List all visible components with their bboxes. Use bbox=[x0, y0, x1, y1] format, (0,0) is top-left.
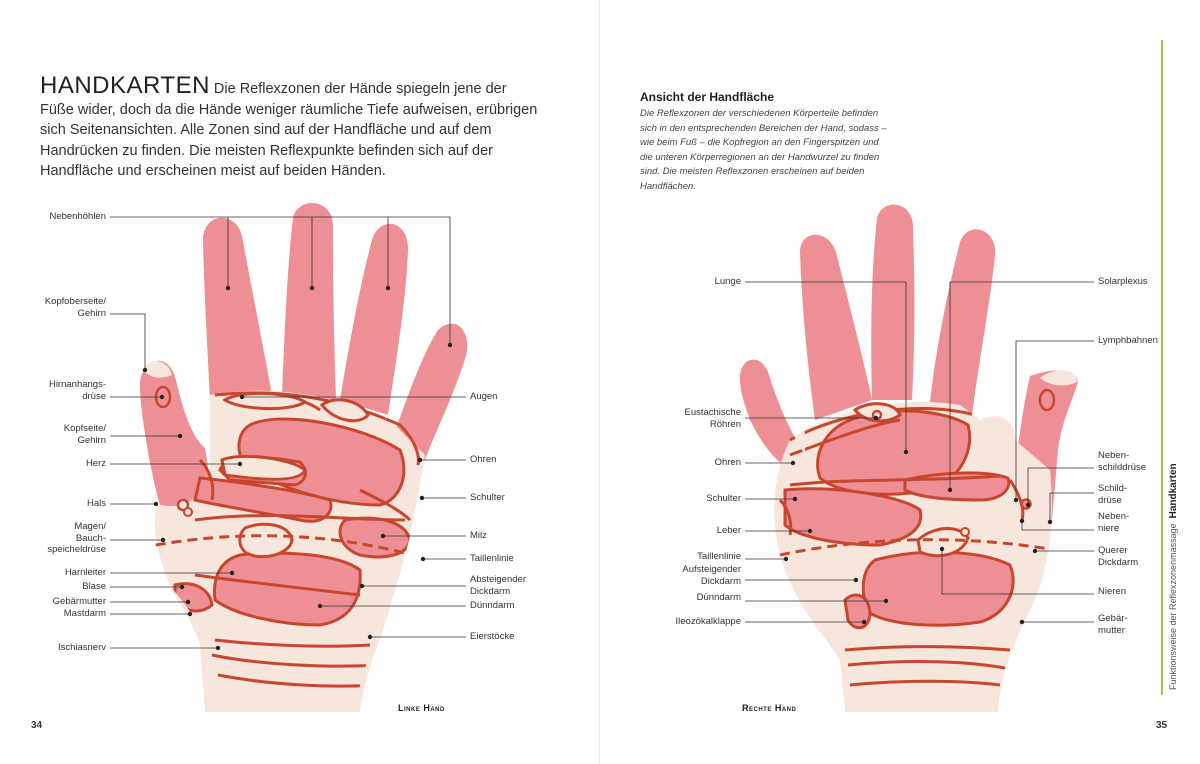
right-leader-lines bbox=[745, 281, 1094, 623]
label-nieren: Nieren bbox=[1098, 586, 1126, 597]
right-thumb-zone bbox=[1038, 388, 1056, 412]
label-harnleiter: Harnleiter bbox=[64, 567, 106, 578]
label-schulter-rechts: Schulter bbox=[706, 493, 741, 504]
label-nebenschilddruese: Neben-schilddrüse bbox=[1098, 450, 1147, 473]
sidebar-accent-line bbox=[1161, 40, 1163, 695]
label-lymphbahnen: Lymphbahnen bbox=[1098, 335, 1158, 346]
caption-left-hand: Linke Hand bbox=[398, 703, 445, 713]
left-leader-lines bbox=[110, 216, 466, 649]
sidebar-subtitle: Funktionsweise der Reflexzonenmassage bbox=[1168, 523, 1178, 690]
page-gutter bbox=[599, 0, 600, 764]
palm-view-title: Ansicht der Handfläche bbox=[640, 90, 775, 104]
left-little bbox=[392, 323, 468, 460]
label-nebenhoehlen: Nebenhöhlen bbox=[49, 211, 106, 222]
label-ohren-rechts: Ohren bbox=[714, 457, 741, 468]
right-little bbox=[739, 359, 805, 470]
palm-view-box: Ansicht der Handfläche Die Reflexzonen d… bbox=[640, 90, 890, 194]
left-hand bbox=[110, 203, 468, 712]
intro-text: Die Reflexzonen der Hände spiegeln jene … bbox=[40, 81, 538, 179]
left-ring bbox=[340, 223, 409, 415]
label-leber: Leber bbox=[716, 525, 741, 536]
label-schilddruese: Schild-drüse bbox=[1098, 483, 1128, 506]
label-magen: Magen/Bauch-speicheldrüse bbox=[47, 521, 106, 555]
right-middle bbox=[871, 204, 915, 400]
label-milz: Milz bbox=[470, 530, 487, 541]
label-ischiasnerv: Ischiasnerv bbox=[57, 642, 106, 653]
page-number-left: 34 bbox=[31, 720, 43, 731]
label-kopfseite: Kopfseite/Gehirn bbox=[63, 423, 106, 446]
label-herz: Herz bbox=[85, 458, 106, 469]
label-eierstoecke: Eierstöcke bbox=[470, 631, 515, 642]
label-taillenlinie-rechts: Taillenlinie bbox=[697, 551, 741, 562]
label-kopfoberseite: Kopfoberseite/Gehirn bbox=[44, 296, 106, 319]
left-middle bbox=[282, 203, 336, 400]
label-gebaermutter: Gebärmutter bbox=[52, 596, 106, 607]
right-ring bbox=[800, 234, 872, 420]
palm-view-description: Die Reflexzonen der verschiedenen Körper… bbox=[640, 108, 887, 192]
right-leader-dots bbox=[783, 415, 1053, 625]
label-taillenlinie: Taillenlinie bbox=[470, 553, 514, 564]
sidebar-running-head: Funktionsweise der Reflexzonenmassage Ha… bbox=[1168, 40, 1179, 690]
sidebar-title: Handkarten bbox=[1168, 463, 1179, 519]
label-ohren: Ohren bbox=[470, 454, 497, 465]
label-duenndarm-rechts: Dünndarm bbox=[696, 592, 741, 603]
page-heading: HANDKARTEN bbox=[40, 72, 210, 99]
label-lunge: Lunge bbox=[714, 276, 741, 287]
page-number-right: 35 bbox=[1156, 720, 1168, 731]
label-ileozoekalklappe: Ileozökalklappe bbox=[675, 616, 742, 627]
left-leader-dots bbox=[142, 285, 453, 651]
left-index bbox=[203, 217, 272, 400]
label-hals: Hals bbox=[86, 498, 106, 509]
label-solarplexus: Solarplexus bbox=[1098, 276, 1148, 287]
label-nebenniere: Neben-niere bbox=[1098, 511, 1130, 534]
label-blase: Blase bbox=[82, 581, 106, 592]
right-hand bbox=[739, 204, 1094, 712]
caption-right-hand: Rechte Hand bbox=[742, 703, 797, 713]
label-gebaermutter-rechts: Gebär-mutter bbox=[1098, 613, 1128, 636]
right-index bbox=[928, 229, 996, 435]
label-hirnanhangsdruese: Hirnanhangs-drüse bbox=[48, 379, 106, 402]
label-mastdarm: Mastdarm bbox=[63, 608, 106, 619]
label-duenndarm: Dünndarm bbox=[470, 600, 515, 611]
label-augen: Augen bbox=[470, 391, 498, 402]
label-schulter: Schulter bbox=[470, 492, 505, 503]
